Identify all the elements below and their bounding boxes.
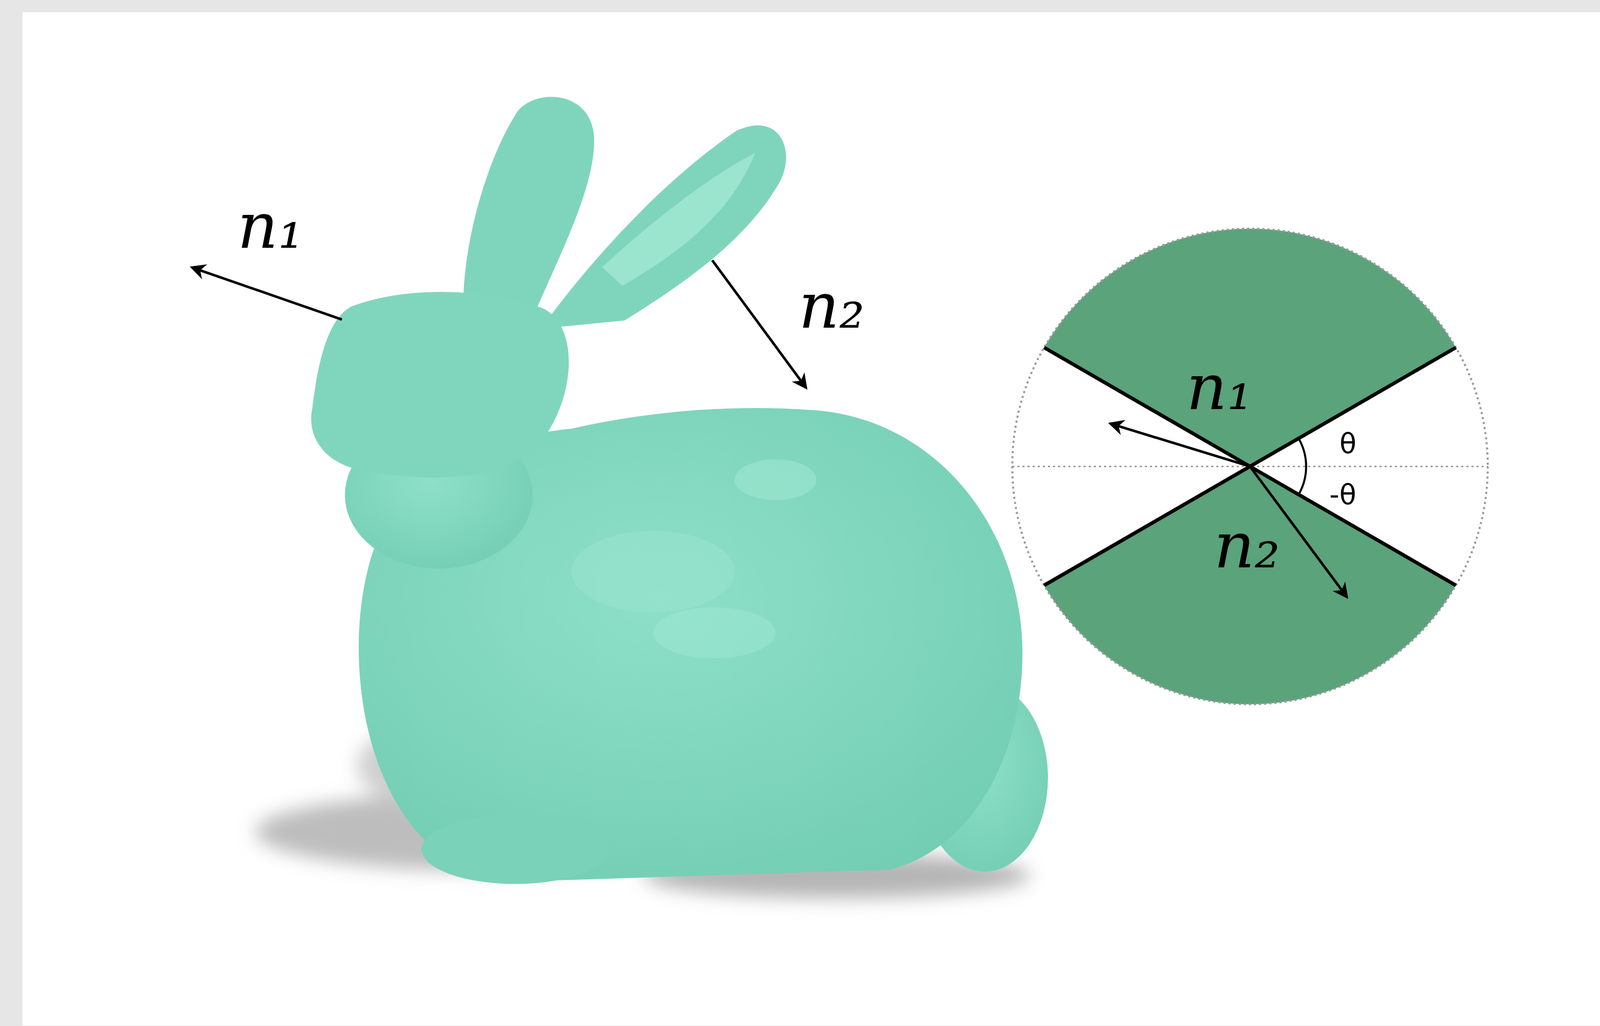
bottom-sector xyxy=(1043,466,1456,704)
angle-label: θ xyxy=(1339,429,1357,457)
angle-arc xyxy=(1298,438,1307,495)
panel-ground xyxy=(22,12,1600,1026)
angle-label: -θ xyxy=(1329,480,1357,508)
normal-label: n₁ xyxy=(1186,355,1253,420)
normal-cone-diagram xyxy=(1012,228,1488,705)
bunny-illustration xyxy=(311,96,1048,884)
normal-label: n₁ xyxy=(237,195,304,259)
normal-label: n₂ xyxy=(1213,514,1280,578)
normal-arrow xyxy=(191,267,342,320)
top-sector xyxy=(1043,228,1456,467)
unit-circle xyxy=(1012,228,1488,705)
normal-arrow xyxy=(712,260,807,388)
normal-label: n₂ xyxy=(798,274,865,338)
normal-arrow xyxy=(1110,423,1251,467)
